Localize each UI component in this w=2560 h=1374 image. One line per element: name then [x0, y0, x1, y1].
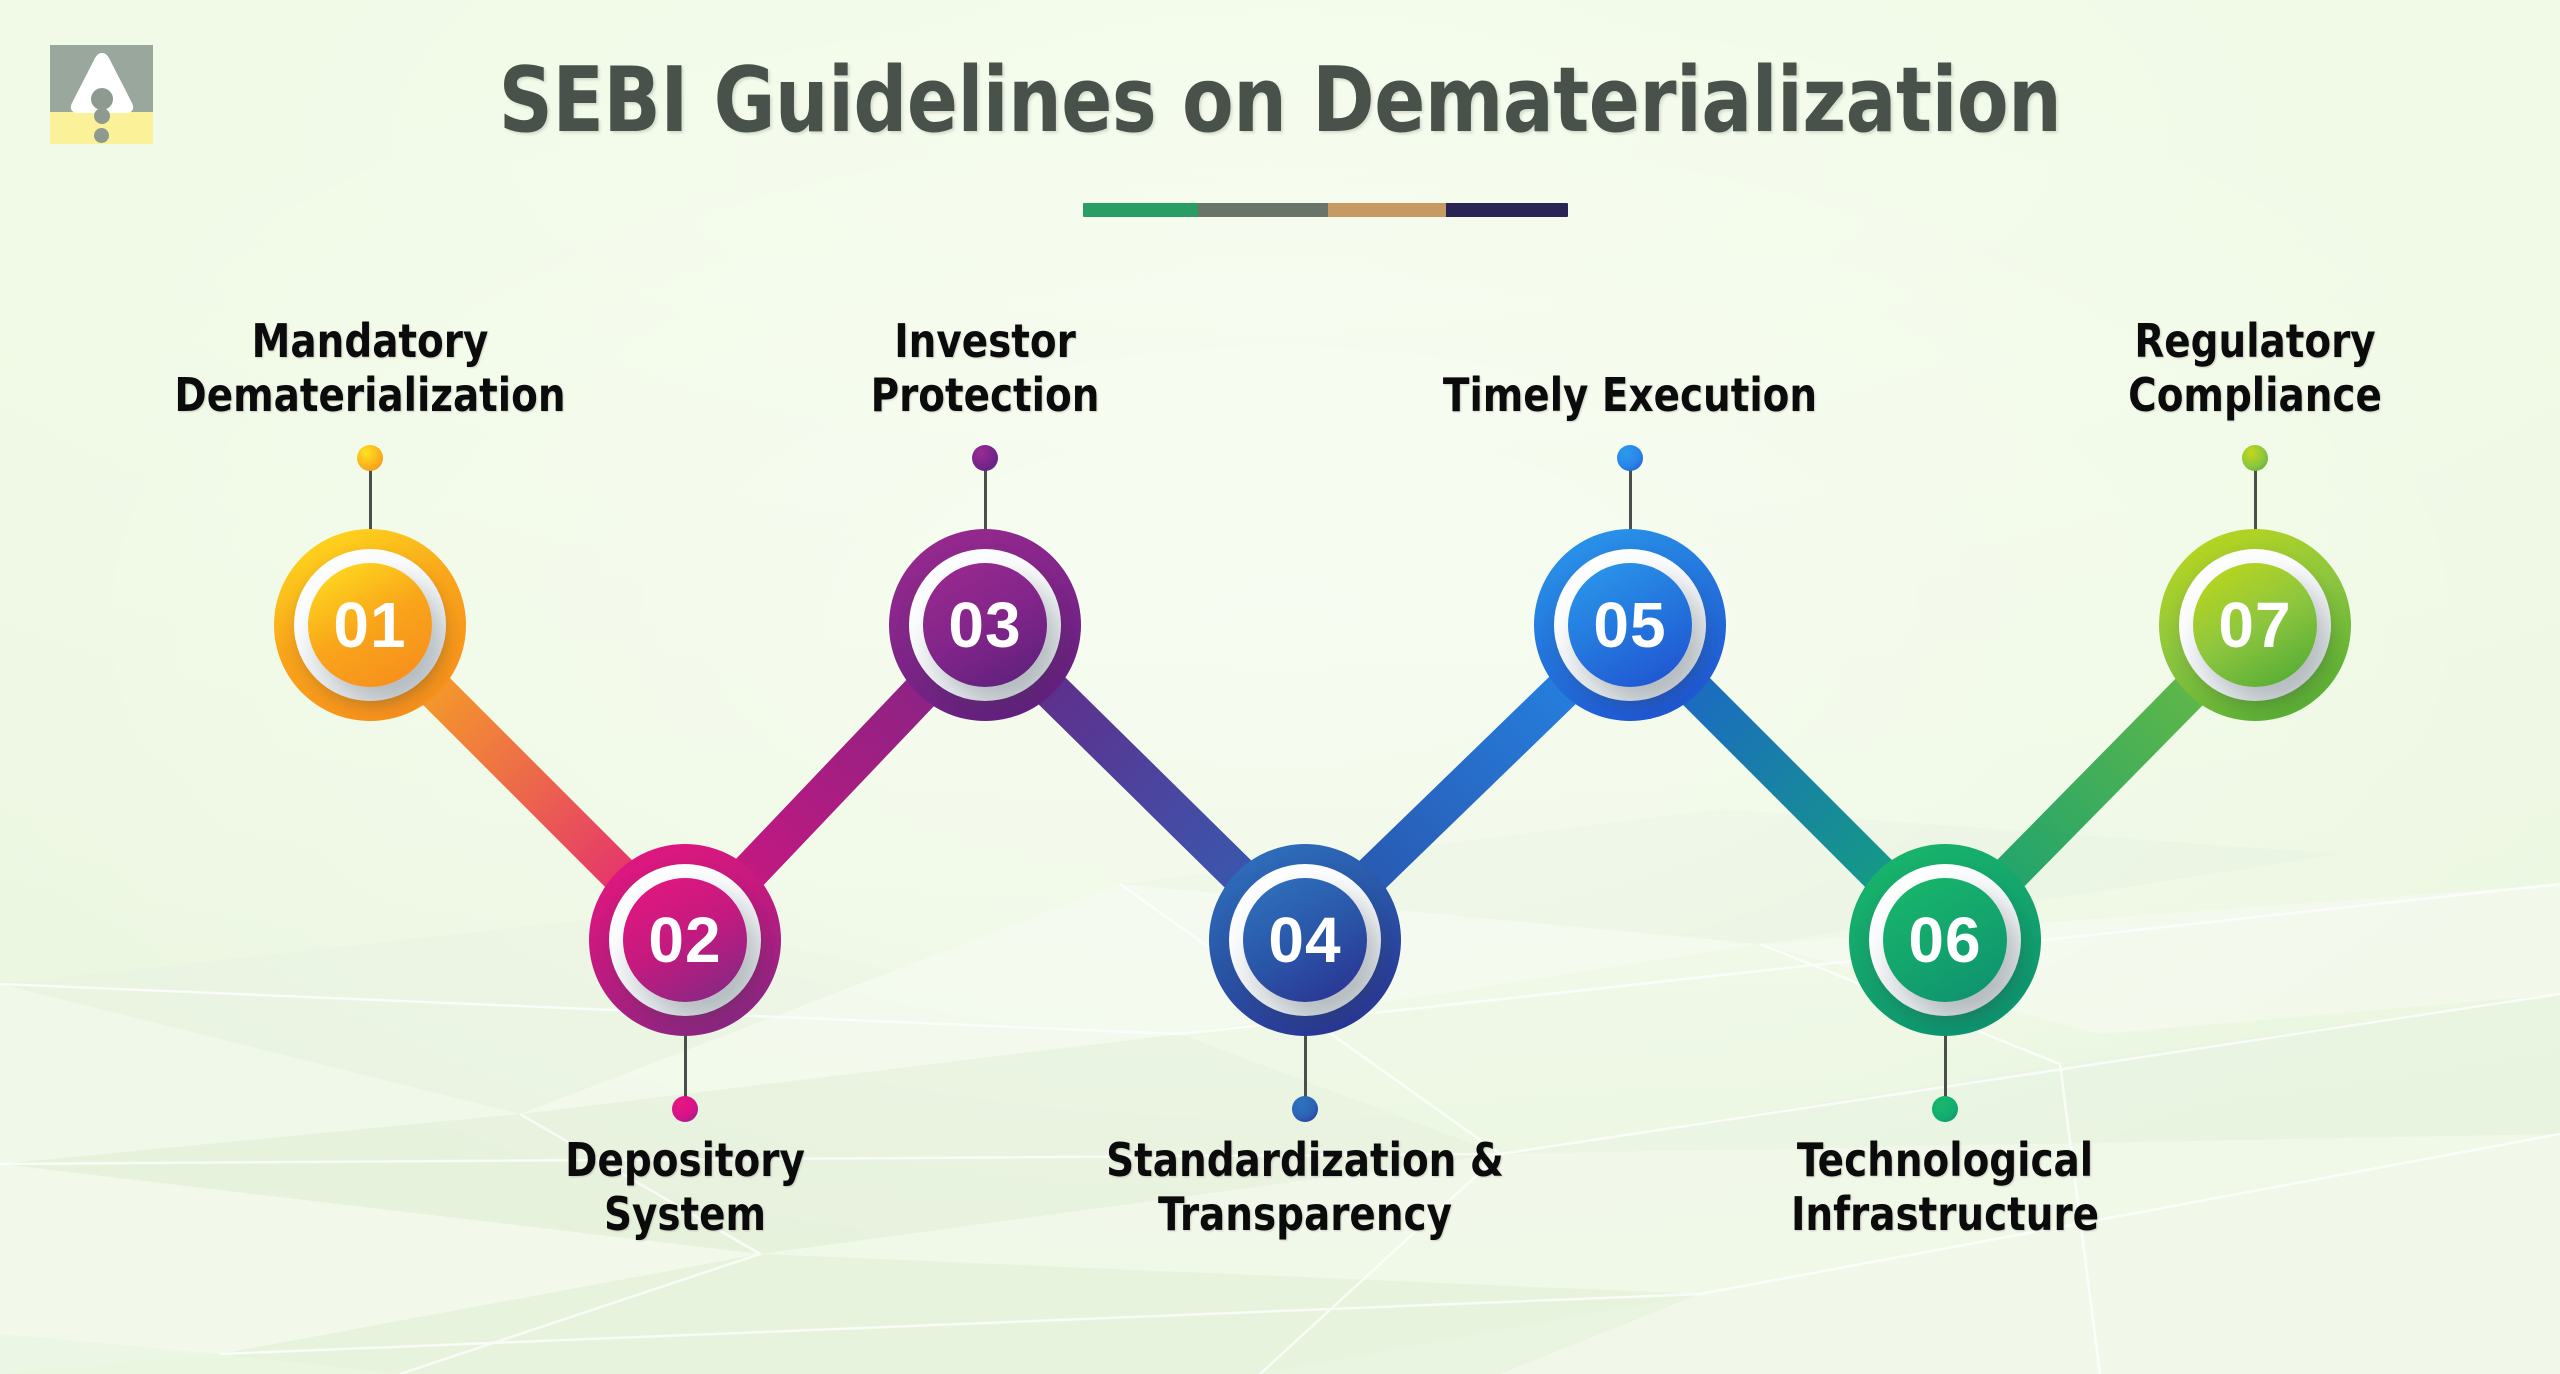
node-stem-02: [683, 1016, 687, 1108]
node-inner-circle-04: 04: [1243, 878, 1367, 1002]
node-inner-circle-07: 07: [2193, 563, 2317, 687]
node-number-01: 01: [333, 589, 407, 661]
node-inner-circle-01: 01: [308, 563, 432, 687]
node-number-02: 02: [648, 904, 722, 976]
node-inner-circle-03: 03: [923, 563, 1047, 687]
node-caption-03: Investor Protection: [870, 314, 1100, 422]
node-stem-04: [1303, 1016, 1307, 1108]
node-number-07: 07: [2218, 589, 2292, 661]
node-number-06: 06: [1908, 904, 1982, 976]
logo-dot-upper: [94, 108, 110, 124]
node-number-05: 05: [1593, 589, 1667, 661]
node-stem-dot-01: [357, 445, 383, 471]
background-facet-pattern: [0, 809, 2560, 1374]
node-inner-circle-05: 05: [1568, 563, 1692, 687]
title-underline-bar: [1083, 203, 1568, 217]
node-caption-04: Standardization & Transparency: [1106, 1133, 1504, 1241]
node-stem-03: [983, 457, 987, 549]
title-bar-segment-4: [1446, 203, 1568, 217]
node-number-04: 04: [1268, 904, 1342, 976]
node-stem-dot-06: [1932, 1096, 1958, 1122]
node-stem-dot-07: [2242, 445, 2268, 471]
warning-triangle-logo: [50, 45, 153, 144]
node-stem-dot-03: [972, 445, 998, 471]
node-number-03: 03: [948, 589, 1022, 661]
node-stem-dot-02: [672, 1096, 698, 1122]
title-bar-segment-1: [1083, 203, 1198, 217]
node-caption-06: Technological Infrastructure: [1790, 1133, 2100, 1241]
node-caption-05: Timely Execution: [1442, 368, 1818, 422]
logo-dot-lower: [94, 128, 109, 143]
node-caption-02: Depository System: [565, 1133, 805, 1241]
node-stem-06: [1943, 1016, 1947, 1108]
node-stem-01: [368, 457, 372, 549]
node-caption-01: Mandatory Dematerialization: [174, 314, 566, 422]
node-stem-07: [2253, 457, 2257, 549]
node-inner-circle-02: 02: [623, 878, 747, 1002]
node-inner-circle-06: 06: [1883, 878, 2007, 1002]
triangle-icon: [70, 53, 134, 113]
title-bar-segment-3: [1328, 203, 1446, 217]
node-caption-07: Regulatory Compliance: [2128, 314, 2382, 422]
node-stem-dot-04: [1292, 1096, 1318, 1122]
node-stem-dot-05: [1617, 445, 1643, 471]
title-bar-segment-2: [1198, 203, 1328, 217]
page-title: SEBI Guidelines on Dematerialization: [498, 48, 2062, 153]
node-stem-05: [1628, 457, 1632, 549]
